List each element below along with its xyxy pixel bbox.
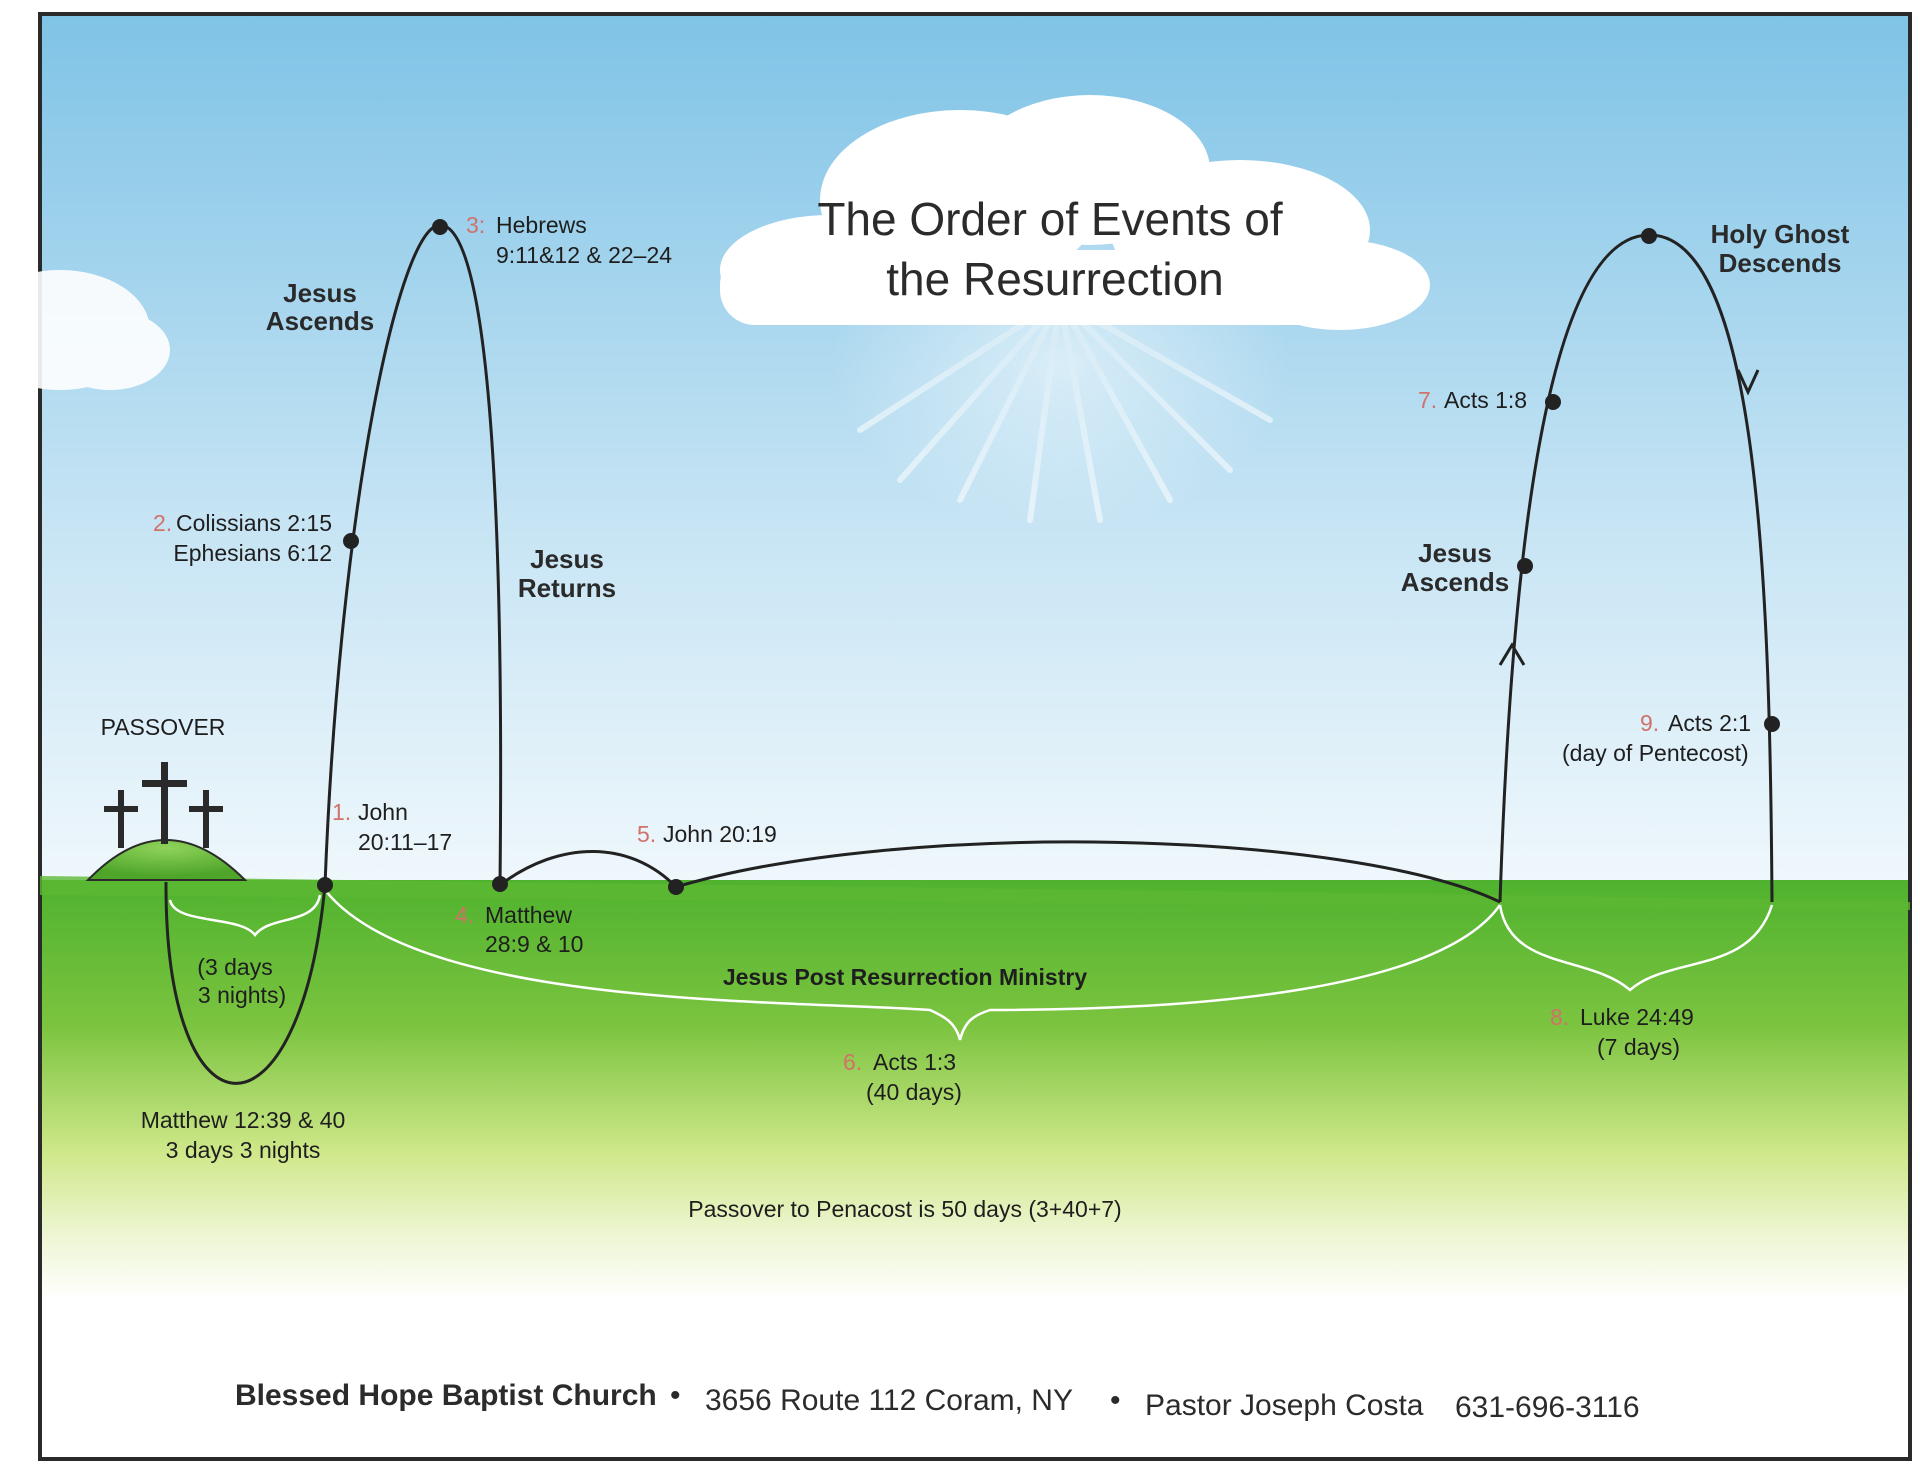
svg-text:John 20:19: John 20:19 — [663, 821, 777, 847]
svg-text:(40 days): (40 days) — [866, 1079, 962, 1105]
svg-text:2.: 2. — [153, 510, 172, 536]
crosses-hill-icon — [85, 762, 248, 881]
svg-text:5.: 5. — [637, 821, 656, 847]
event-5: 5. John 20:19 — [637, 821, 777, 847]
label-jesus-returns: Jesus Returns — [518, 544, 616, 603]
event-1: 1. John 20:11–17 — [332, 799, 452, 855]
event-2: 2. Colissians 2:15 Ephesians 6:12 — [153, 510, 332, 566]
svg-text:Returns: Returns — [518, 573, 616, 603]
svg-text:8.: 8. — [1550, 1004, 1569, 1030]
svg-text:3 days 3 nights: 3 days 3 nights — [166, 1137, 321, 1163]
label-ministry: Jesus Post Resurrection Ministry — [723, 964, 1087, 990]
svg-text:Colissians 2:15: Colissians 2:15 — [176, 510, 332, 536]
svg-text:Matthew 12:39 & 40: Matthew 12:39 & 40 — [141, 1107, 346, 1133]
svg-text:Hebrews: Hebrews — [496, 212, 587, 238]
passover-label: PASSOVER — [101, 714, 226, 740]
svg-text:Acts 2:1: Acts 2:1 — [1668, 710, 1751, 736]
svg-text:Matthew: Matthew — [485, 902, 572, 928]
svg-text:The Order of Events of: The Order of Events of — [817, 193, 1283, 245]
svg-text:the Resurrection: the Resurrection — [886, 253, 1224, 305]
event-8: 8. Luke 24:49 (7 days) — [1550, 1004, 1694, 1060]
svg-text:Ascends: Ascends — [266, 306, 374, 336]
dot-holy-ghost — [1641, 228, 1657, 244]
label-holy-ghost-descends: Holy Ghost Descends — [1711, 219, 1850, 278]
event-dots — [317, 219, 1780, 895]
svg-text:631-696-3116: 631-696-3116 — [1455, 1391, 1640, 1424]
svg-text:Jesus: Jesus — [530, 544, 604, 574]
event-3: 3: Hebrews 9:11&12 & 22–24 — [466, 212, 672, 268]
svg-text:3 nights): 3 nights) — [198, 982, 286, 1008]
svg-text:Jesus: Jesus — [283, 278, 357, 308]
svg-text:Luke 24:49: Luke 24:49 — [1580, 1004, 1694, 1030]
svg-text:Jesus: Jesus — [1418, 538, 1492, 568]
dot-2 — [343, 533, 359, 549]
brace-lines — [168, 889, 1774, 1041]
svg-text:1.: 1. — [332, 799, 351, 825]
dot-7 — [1545, 394, 1561, 410]
label-summary: Passover to Penacost is 50 days (3+40+7) — [688, 1196, 1121, 1222]
svg-text:20:11–17: 20:11–17 — [358, 829, 452, 855]
label-three-days: (3 days 3 nights) — [197, 954, 286, 1008]
svg-text:Blessed Hope Baptist Church: Blessed Hope Baptist Church — [235, 1379, 657, 1412]
dot-3 — [432, 219, 448, 235]
svg-text:Ephesians 6:12: Ephesians 6:12 — [173, 540, 332, 566]
footer: Blessed Hope Baptist Church • 3656 Route… — [235, 1379, 1640, 1424]
svg-text:9:11&12 & 22–24: 9:11&12 & 22–24 — [496, 242, 672, 268]
event-4: 4. Matthew 28:9 & 10 — [455, 902, 583, 957]
event-7: 7. Acts 1:8 — [1418, 387, 1527, 413]
page-title: The Order of Events of the Resurrection — [817, 193, 1283, 305]
svg-text:9.: 9. — [1640, 710, 1659, 736]
svg-text:•: • — [670, 1379, 681, 1412]
dot-9 — [1764, 716, 1780, 732]
svg-text:(7 days): (7 days) — [1597, 1034, 1680, 1060]
dot-4 — [492, 876, 508, 892]
dot-jesus-ascends-2 — [1517, 558, 1533, 574]
svg-text:7.: 7. — [1418, 387, 1437, 413]
dot-1 — [317, 877, 333, 893]
event-6: 6. Acts 1:3 (40 days) — [843, 1049, 962, 1105]
svg-text:4.: 4. — [455, 902, 474, 928]
label-jesus-ascends-1: Jesus Ascends — [266, 278, 374, 336]
svg-text:6.: 6. — [843, 1049, 862, 1075]
label-jesus-ascends-2: Jesus Ascends — [1401, 538, 1509, 597]
left-cloud — [0, 270, 170, 390]
title-cloud — [720, 95, 1430, 330]
dot-5 — [668, 879, 684, 895]
svg-text:Ascends: Ascends — [1401, 567, 1509, 597]
svg-text:John: John — [358, 799, 408, 825]
svg-text:Descends: Descends — [1719, 248, 1842, 278]
label-matthew-12: Matthew 12:39 & 40 3 days 3 nights — [141, 1107, 346, 1163]
svg-text:(day of Pentecost): (day of Pentecost) — [1562, 740, 1749, 766]
svg-text:•: • — [1110, 1384, 1121, 1417]
svg-text:Pastor Joseph Costa: Pastor Joseph Costa — [1145, 1389, 1424, 1422]
svg-text:3:: 3: — [466, 212, 485, 238]
svg-text:(3 days: (3 days — [197, 954, 272, 980]
svg-text:Acts 1:3: Acts 1:3 — [873, 1049, 956, 1075]
svg-text:3656 Route 112 Coram, NY: 3656 Route 112 Coram, NY — [705, 1384, 1073, 1417]
svg-text:Holy Ghost: Holy Ghost — [1711, 219, 1850, 249]
event-9: 9. Acts 2:1 (day of Pentecost) — [1562, 710, 1751, 766]
svg-text:28:9 & 10: 28:9 & 10 — [485, 931, 583, 957]
svg-text:Acts 1:8: Acts 1:8 — [1444, 387, 1527, 413]
